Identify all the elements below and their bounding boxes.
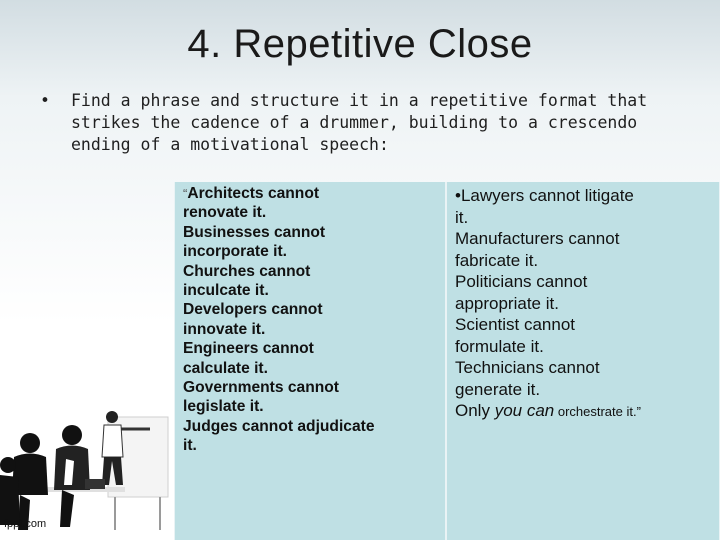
bullet-marker: • xyxy=(40,91,50,110)
bullet-line: Find a phrase and structure it in a repe… xyxy=(71,91,648,110)
quote-line: fabricate it. xyxy=(455,250,539,270)
quote-panel-right: •Lawyers cannot litigate it. Manufacture… xyxy=(446,182,720,540)
presentation-illustration xyxy=(0,411,169,530)
quote-line: Governments cannot xyxy=(183,379,339,397)
quote-line: Businesses cannot xyxy=(183,223,326,241)
emphasis-text: you can xyxy=(494,401,555,420)
quote-left-text: “Architects cannot renovate it. Business… xyxy=(183,184,445,456)
bullet-text: Find a phrase and structure it in a repe… xyxy=(71,90,691,156)
quote-line: renovate it. xyxy=(183,204,267,222)
quote-line: innovate it. xyxy=(183,320,266,338)
quote-line: “Architects cannot xyxy=(183,185,320,202)
quote-line: legislate it. xyxy=(183,398,264,416)
quote-line: calculate it. xyxy=(183,359,268,377)
quote-right-text: •Lawyers cannot litigate it. Manufacture… xyxy=(455,185,717,423)
brand-watermark: fppt.com xyxy=(4,518,47,530)
quote-line: Scientist cannot xyxy=(455,315,576,334)
bullet-line: strikes the cadence of a drummer, buildi… xyxy=(71,113,638,132)
quote-line: Churches cannot xyxy=(183,262,311,280)
quote-line: •Lawyers cannot litigate xyxy=(455,186,634,205)
quote-line: inculcate it. xyxy=(183,282,269,300)
quote-line: formulate it. xyxy=(455,336,544,356)
quote-line: Politicians cannot xyxy=(455,272,588,291)
quote-line: incorporate it. xyxy=(183,243,287,261)
bullet-line: ending of a motivational speech: xyxy=(71,135,389,154)
quote-line: Judges cannot adjudicate xyxy=(183,417,375,435)
quote-line: Engineers cannot xyxy=(183,340,314,358)
slide-title: 4. Repetitive Close xyxy=(187,22,533,66)
quote-line: appropriate it. xyxy=(455,293,559,313)
quote-line: it. xyxy=(455,207,469,227)
quote-line: Technicians cannot xyxy=(455,358,600,377)
quote-line: Developers cannot xyxy=(183,301,323,319)
quote-final-line: Only you can orchestrate it.” xyxy=(455,401,641,420)
quote-line: it. xyxy=(183,437,197,455)
quote-panel-left: “Architects cannot renovate it. Business… xyxy=(174,182,446,540)
quote-line: Manufacturers cannot xyxy=(455,229,620,248)
open-quote-mark: “ xyxy=(183,186,188,201)
quote-line: generate it. xyxy=(455,379,541,399)
